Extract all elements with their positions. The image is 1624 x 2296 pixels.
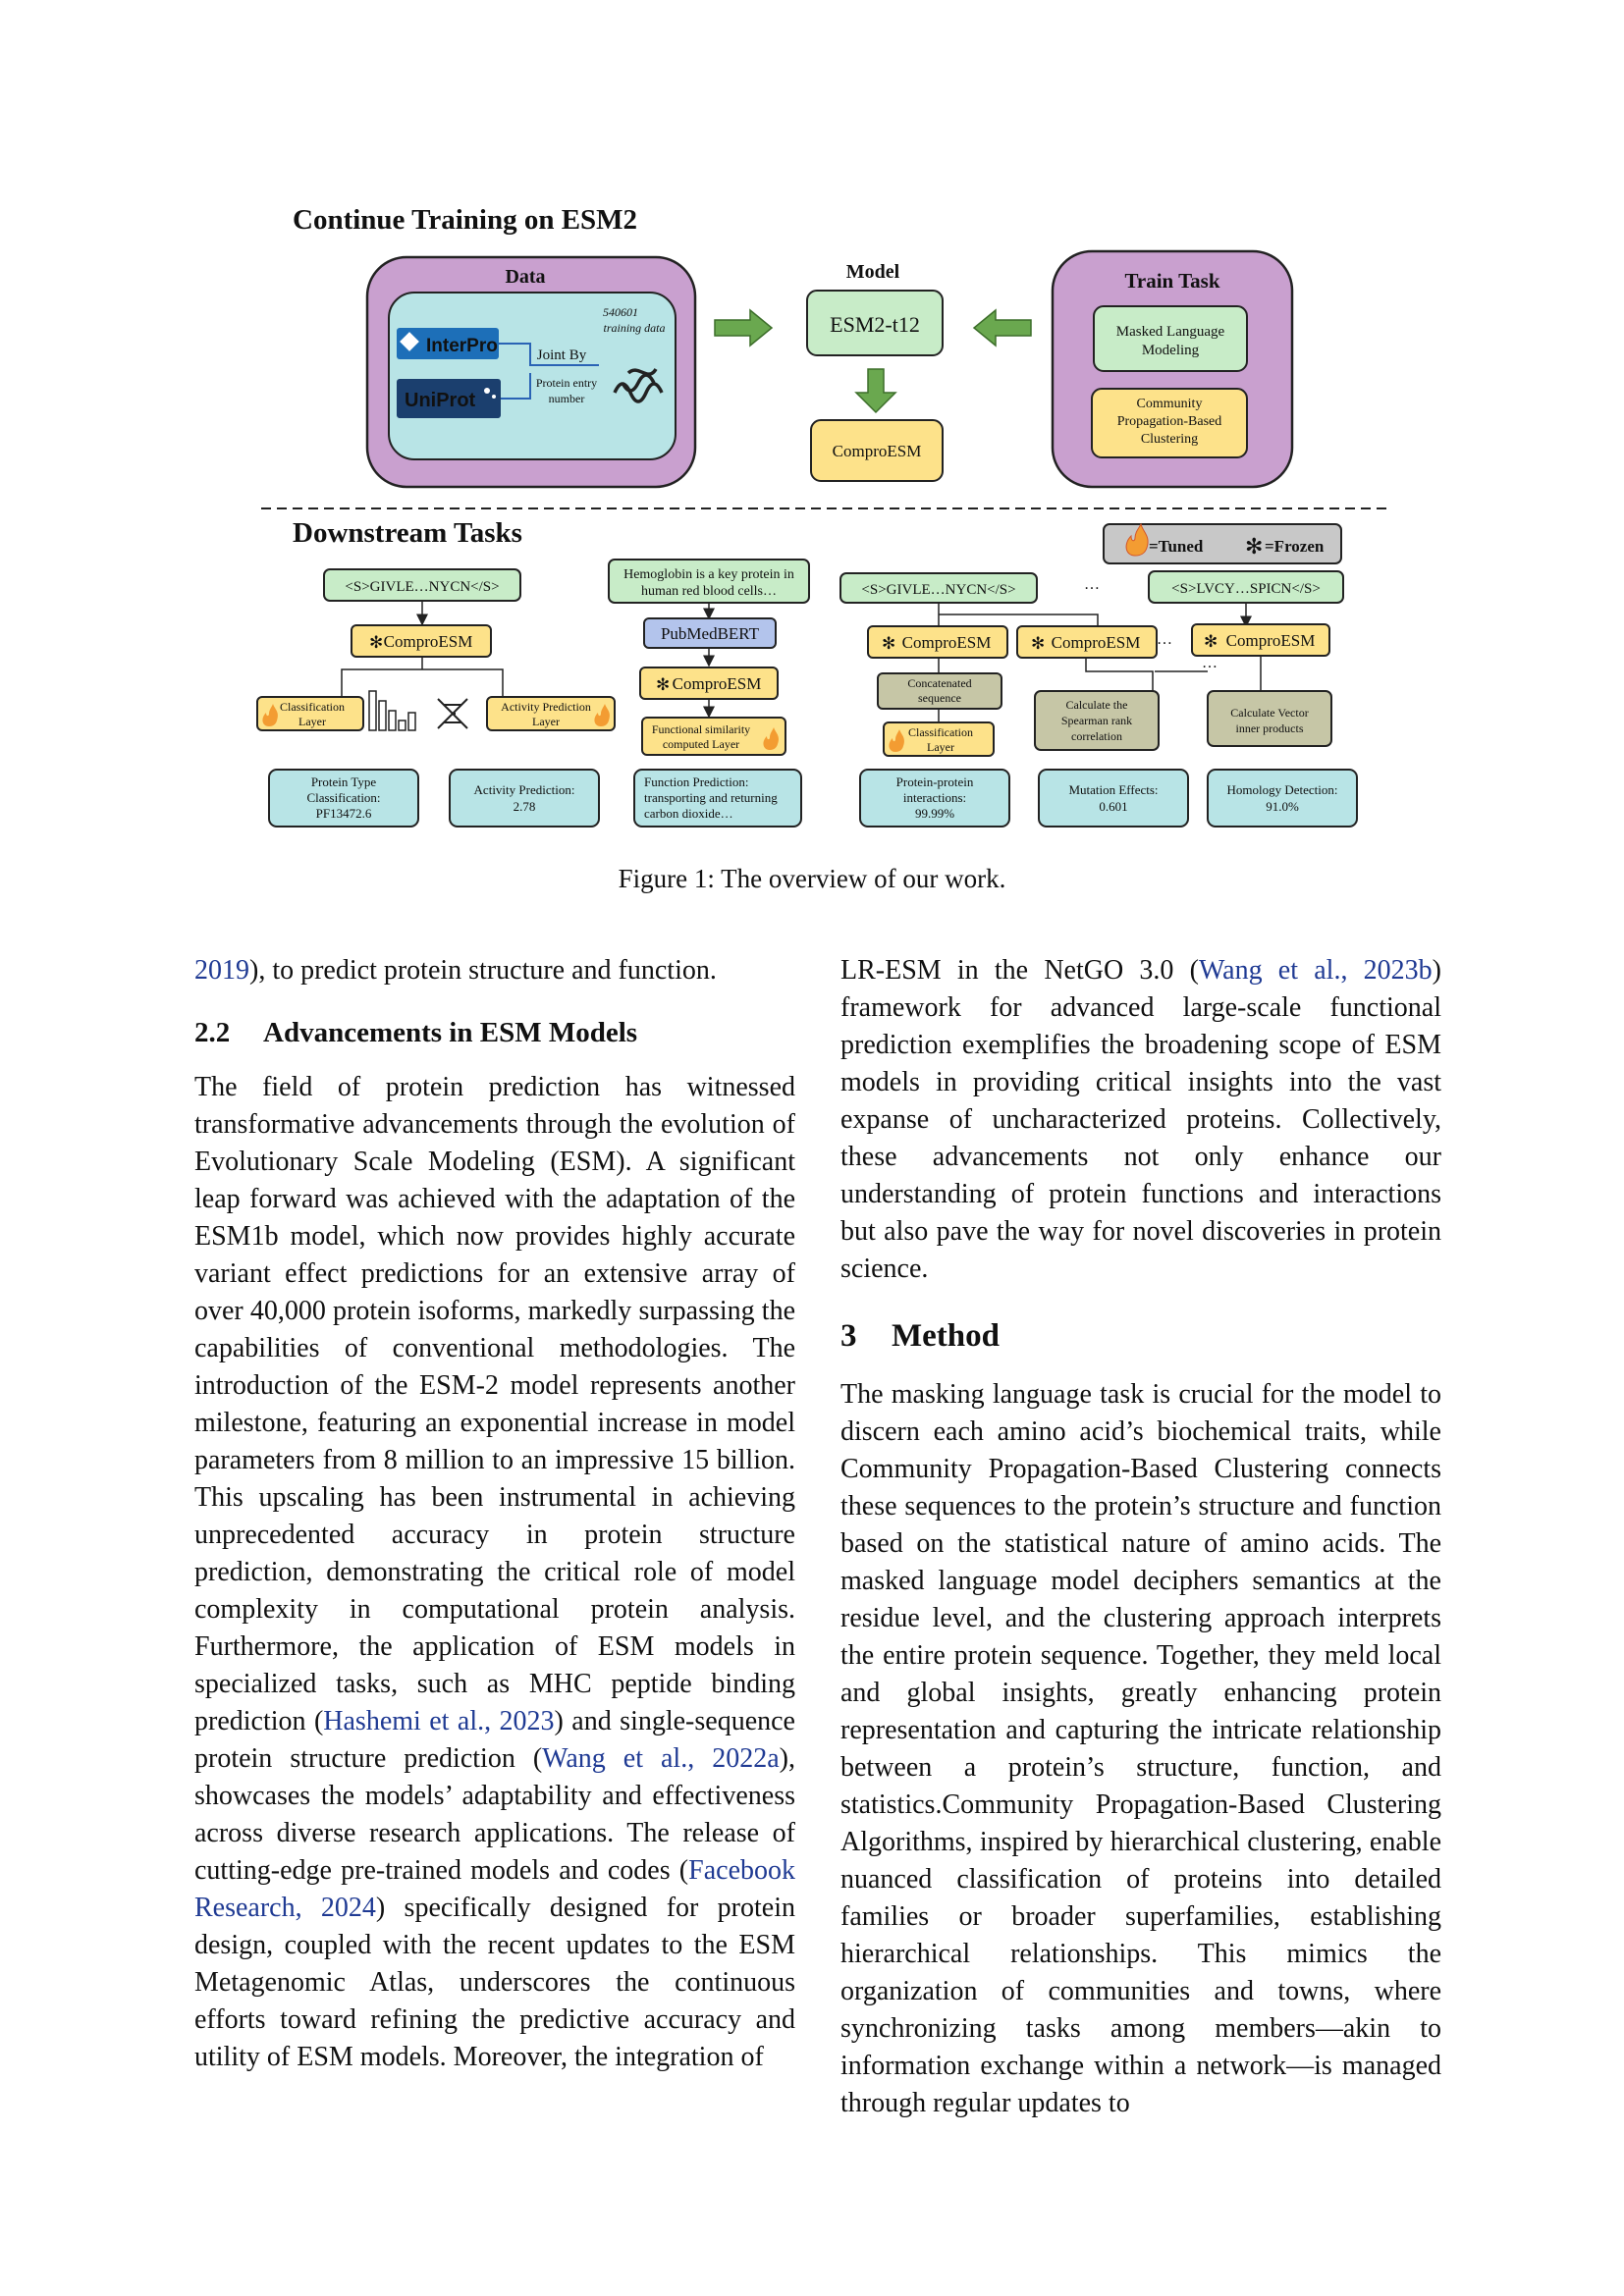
svg-text:human red blood cells…: human red blood cells… (641, 584, 777, 599)
svg-text:Spearman rank: Spearman rank (1061, 714, 1132, 727)
svg-text:Functional similarity: Functional similarity (652, 722, 750, 736)
method-paragraph: The masking language task is crucial for… (840, 1379, 1441, 2118)
bar-chart-icon (368, 690, 416, 731)
cite-wang-2022a[interactable]: Wang et al., 2022a (542, 1743, 780, 1774)
svg-text:✻: ✻ (369, 633, 383, 652)
cite-facebook[interactable]: Facebook Research, 2024 (194, 1855, 795, 1923)
cite-hashemi[interactable]: Hashemi et al., 2023 (323, 1706, 555, 1736)
svg-text:✻: ✻ (1204, 632, 1218, 651)
left-column: 2019), to predict protein structure and … (194, 952, 795, 2076)
entry-label-1: Protein entry (536, 376, 597, 390)
legend-frozen: =Frozen (1265, 537, 1325, 556)
svg-text:91.0%: 91.0% (1266, 799, 1299, 814)
result-activity: Activity Prediction: (474, 782, 575, 797)
svg-text:Community: Community (1137, 397, 1203, 411)
result-function: Function Prediction: (644, 774, 749, 789)
arrow-data-to-model (714, 308, 774, 347)
svg-text:UniProt: UniProt (405, 390, 476, 411)
svg-text:InterPro: InterPro (426, 336, 498, 356)
dna-icon (437, 698, 468, 729)
data-panel: Data InterPro UniProt Joint By Protein e… (365, 255, 697, 489)
flame-icon (1125, 522, 1149, 557)
training-count-1: 540601 (603, 305, 638, 319)
svg-text:Calculate the: Calculate the (1066, 698, 1128, 712)
svg-text:computed Layer: computed Layer (663, 737, 739, 751)
model-panel: Model ESM2-t12 ComproESM (806, 261, 944, 482)
svg-text:Classification:: Classification: (306, 790, 380, 805)
svg-text:interactions:: interactions: (903, 790, 966, 805)
result-homology: Homology Detection: (1226, 782, 1337, 797)
svg-text:ComproESM: ComproESM (902, 633, 992, 652)
figure-caption: Figure 1: The overview of our work. (618, 864, 1006, 893)
svg-text:ComproESM: ComproESM (1052, 633, 1141, 652)
left-intro-paragraph: 2019), to predict protein structure and … (194, 955, 717, 986)
svg-text:transporting and returning: transporting and returning (644, 790, 778, 805)
svg-text:…: … (1157, 631, 1172, 648)
svg-text:Propagation-Based: Propagation-Based (1117, 414, 1222, 429)
svg-text:<S>LVCY…SPICN</S>: <S>LVCY…SPICN</S> (1171, 581, 1321, 597)
comproesm-output-label: ComproESM (833, 442, 922, 460)
svg-text:✻: ✻ (1031, 634, 1045, 653)
arrow-model-down (854, 368, 897, 414)
lr-esm-paragraph: LR-ESM in the NetGO 3.0 (Wang et al., 20… (840, 955, 1441, 1284)
snowflake-icon: ✻ (1245, 534, 1263, 559)
svg-text:Layer: Layer (298, 715, 326, 728)
svg-text:Activity Prediction: Activity Prediction (501, 700, 591, 714)
svg-text:Modeling: Modeling (1142, 343, 1200, 358)
arrow-train-to-model (972, 308, 1032, 347)
svg-text:2.78: 2.78 (514, 799, 536, 814)
downstream-title: Downstream Tasks (293, 517, 522, 549)
model-title: Model (846, 261, 900, 283)
svg-text:Classification: Classification (908, 725, 973, 739)
right-column: LR-ESM in the NetGO 3.0 (Wang et al., 20… (840, 952, 1441, 2122)
result-protein-type: Protein Type (311, 774, 377, 789)
svg-text:<S>GIVLE…NYCN</S>: <S>GIVLE…NYCN</S> (861, 582, 1015, 598)
joint-by-label: Joint By (537, 347, 587, 363)
svg-text:Clustering: Clustering (1141, 432, 1198, 447)
svg-text:Layer: Layer (927, 740, 954, 754)
cite-wang-2023b[interactable]: Wang et al., 2023b (1198, 955, 1433, 986)
svg-text:inner products: inner products (1236, 721, 1304, 735)
esm-advancements-paragraph: The field of protein prediction has witn… (194, 1072, 795, 2072)
svg-text:sequence: sequence (918, 691, 961, 705)
svg-text:PF13472.6: PF13472.6 (316, 806, 372, 821)
figure-title: Continue Training on ESM2 (293, 204, 637, 236)
legend: =Tuned ✻ =Frozen (1103, 522, 1342, 564)
svg-text:Layer: Layer (532, 715, 560, 728)
svg-text:✻: ✻ (882, 634, 895, 653)
svg-text:carbon dioxide…: carbon dioxide… (644, 806, 733, 821)
training-count-2: training data (603, 321, 665, 335)
svg-text:…: … (1202, 655, 1218, 671)
legend-tuned: =Tuned (1149, 537, 1204, 556)
svg-text:Hemoglobin is a key protein in: Hemoglobin is a key protein in (623, 567, 794, 582)
svg-text:…: … (1084, 576, 1100, 593)
train-task-panel: Train Task Masked Language Modeling Comm… (1051, 249, 1294, 489)
svg-text:Masked Language: Masked Language (1116, 324, 1225, 340)
comproesm-col2: ComproESM (673, 674, 762, 693)
svg-text:Concatenated: Concatenated (907, 676, 971, 690)
svg-text:correlation: correlation (1071, 729, 1122, 743)
svg-text:0.601: 0.601 (1099, 799, 1127, 814)
comproesm-col1: ComproESM (384, 632, 473, 651)
cite-2019[interactable]: 2019 (194, 955, 249, 986)
entry-label-2: number (549, 392, 585, 405)
result-ppi: Protein-protein (896, 774, 974, 789)
result-mutation: Mutation Effects: (1068, 782, 1158, 797)
overview-figure: Continue Training on ESM2 Data InterPro … (256, 204, 1392, 828)
pubmedbert-label: PubMedBERT (661, 624, 760, 643)
uniprot-logo: UniProt (397, 379, 501, 418)
svg-text:Calculate Vector: Calculate Vector (1230, 706, 1308, 720)
svg-text:99.99%: 99.99% (915, 806, 954, 821)
svg-text:Classification: Classification (280, 700, 345, 714)
input-seq-1: <S>GIVLE…NYCN</S> (345, 579, 499, 595)
train-task-title: Train Task (1124, 269, 1219, 293)
esm2-t12-label: ESM2-t12 (830, 312, 920, 337)
interpro-logo: InterPro (397, 328, 499, 359)
protein-structure-icon (613, 367, 664, 403)
svg-text:✻: ✻ (656, 675, 670, 694)
data-panel-title: Data (505, 266, 545, 288)
svg-text:ComproESM: ComproESM (1226, 631, 1316, 650)
